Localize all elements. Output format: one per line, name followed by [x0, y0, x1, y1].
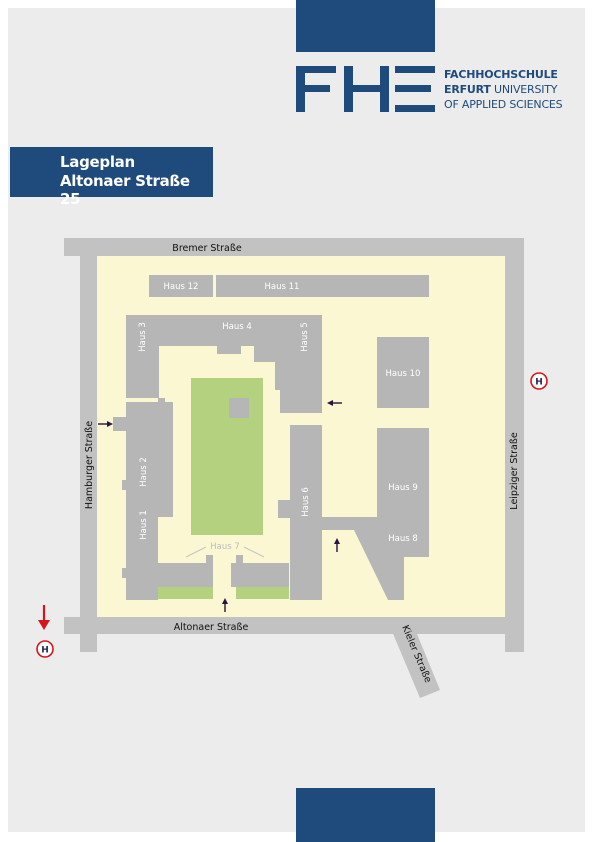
building-haus11 — [216, 275, 429, 297]
label-haus6: Haus 6 — [301, 487, 311, 517]
header-brand-bar — [296, 0, 435, 52]
lawn-strip-left — [158, 587, 213, 599]
building-haus12 — [149, 275, 213, 297]
label-haus8: Haus 8 — [388, 534, 418, 544]
label-haus2: Haus 2 — [139, 457, 149, 487]
label-haus7: Haus 7 — [210, 542, 240, 552]
haus7-line-right — [243, 546, 265, 558]
logo-line1: FACHHOCHSCHULE — [444, 68, 558, 81]
street-kieler — [386, 617, 440, 698]
title-box: Lageplan Altonaer Straße 25 — [10, 147, 213, 208]
footer-brand-bar — [296, 788, 435, 842]
bus-stop-icon: H — [36, 640, 54, 658]
logo-line2-bold: ERFURT — [444, 83, 491, 96]
entrance-arrow-icon — [327, 400, 342, 406]
title-line-1: Lageplan — [60, 153, 135, 171]
building-haus6 — [278, 425, 322, 600]
street-leipziger — [505, 238, 524, 652]
label-haus4: Haus 4 — [222, 322, 252, 332]
lawn-strip-right — [236, 587, 289, 599]
label-haus3: Haus 3 — [138, 322, 148, 352]
entrance-arrow-icon — [334, 538, 340, 552]
haus7-line-left — [185, 546, 207, 558]
street-bremer — [64, 238, 524, 256]
logo-line3: OF APPLIED SCIENCES — [444, 98, 563, 111]
label-haus10: Haus 10 — [386, 369, 421, 379]
building-stairs — [113, 417, 126, 431]
entrance-arrow-icon — [98, 421, 113, 427]
building-haus2 — [122, 402, 173, 500]
building-haus5 — [275, 315, 322, 413]
street-label-east: Leipziger Straße — [509, 432, 520, 510]
building-haus4 — [204, 315, 275, 362]
courtyard-square — [229, 398, 249, 418]
street-label-south: Altonaer Straße — [174, 622, 249, 633]
entrance-arrow-icon — [222, 598, 228, 612]
down-arrow-icon — [38, 605, 50, 630]
fhe-logo-mark — [296, 66, 435, 112]
logo-text: FACHHOCHSCHULE ERFURT UNIVERSITY OF APPL… — [444, 67, 563, 112]
building-haus9-8 — [322, 428, 429, 600]
label-haus9: Haus 9 — [388, 483, 418, 493]
label-haus1: Haus 1 — [139, 510, 149, 540]
bus-stop-label: H — [535, 378, 543, 388]
title-line-2: Altonaer Straße 25 — [60, 172, 190, 208]
street-altonaer — [64, 617, 524, 634]
building-haus7-left — [158, 563, 213, 587]
building-haus3 — [126, 315, 204, 398]
street-label-west: Hamburger Straße — [84, 421, 95, 509]
street-hamburger — [80, 238, 97, 652]
bus-stop-label: H — [41, 646, 49, 656]
bus-stop-icon: H — [530, 372, 548, 390]
building-haus7-right — [231, 563, 289, 587]
label-haus12: Haus 12 — [164, 282, 199, 292]
street-label-north: Bremer Straße — [172, 243, 242, 254]
building-haus1 — [122, 500, 173, 600]
logo-line2-rest: UNIVERSITY — [494, 83, 558, 96]
label-haus5: Haus 5 — [300, 322, 310, 352]
building-haus7-link-right — [236, 555, 243, 563]
label-haus11: Haus 11 — [265, 282, 300, 292]
building-haus10 — [377, 337, 429, 408]
courtyard-lawn — [191, 378, 263, 535]
building-haus7-link-left — [206, 555, 213, 563]
